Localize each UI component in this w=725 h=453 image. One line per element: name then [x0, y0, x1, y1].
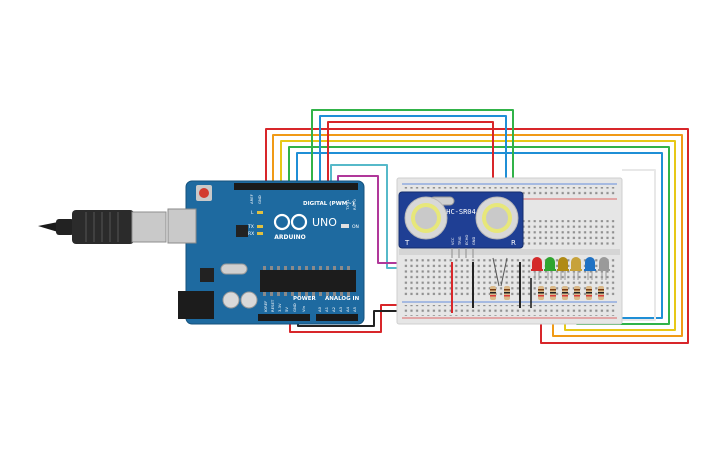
led-icon [570, 257, 582, 280]
label-gnd: GND [257, 195, 262, 204]
hc-sr04-sensor: HC-SR04 T R VCC TRIG ECHO GND [398, 191, 524, 258]
resistor [538, 286, 544, 300]
label-a3: A3 [338, 306, 343, 312]
wire-orange-led [272, 134, 683, 337]
label-a4: A4 [345, 306, 350, 312]
analog-header-label: ANALOG IN [325, 296, 360, 302]
sensor-left-mark: T [404, 239, 410, 247]
label-tx: TX [247, 224, 254, 230]
resistor [490, 286, 496, 300]
usb-cable [38, 210, 167, 244]
sensor-pin-echo: ECHO [465, 235, 469, 245]
label-vin: Vin [301, 305, 306, 312]
led-icon [531, 257, 543, 280]
label-rx: RX [248, 231, 254, 237]
sensor-pin-vcc: VCC [451, 237, 455, 245]
label-a5: A5 [352, 306, 357, 312]
led-row [531, 257, 610, 280]
wire-rail-loop [622, 169, 656, 321]
label-reset: RESET [270, 299, 275, 312]
arduino-model: UNO [312, 216, 337, 229]
label-rx0: RX←0 [352, 199, 357, 210]
resistor [586, 286, 592, 300]
led-icon [557, 257, 569, 280]
resistor [562, 286, 568, 300]
led-icon [584, 257, 596, 280]
label-ioref: IOREF [263, 301, 268, 312]
power-header-label: POWER [293, 296, 317, 302]
label-tx0: TX→1 [345, 199, 350, 211]
wire-red-led [265, 128, 689, 344]
arduino-brand: ARDUINO [274, 234, 305, 241]
label-a0: A0 [317, 306, 322, 312]
resistor [598, 286, 604, 300]
label-on: ON [352, 224, 359, 230]
label-a1: A1 [324, 306, 329, 312]
resistor [504, 286, 510, 300]
wire-yellow-led [280, 140, 676, 331]
sensor-name: HC-SR04 [446, 208, 476, 216]
label-aref: AREF [249, 194, 254, 204]
breadboard-jumpers [451, 257, 532, 313]
resistor [574, 286, 580, 300]
wire-red-5v [289, 304, 399, 333]
led-icon [598, 257, 610, 280]
resistors [490, 286, 604, 300]
label-gnd2: GND [292, 303, 297, 312]
sensor-pin-gnd: GND [472, 237, 476, 245]
resistor [550, 286, 556, 300]
arduino-logo [273, 213, 308, 231]
label-5v: 5V [284, 307, 289, 312]
digital-header-label: DIGITAL (PWM~) [303, 201, 355, 207]
arduino-board: ARDUINO UNO DIGITAL (PWM~) POWER ANALOG … [167, 180, 365, 325]
label-3v3: 3.3V [277, 303, 282, 312]
label-a2: A2 [331, 306, 336, 312]
sensor-pin-trig: TRIG [458, 236, 462, 246]
label-l: L [251, 210, 254, 216]
reset-button[interactable] [199, 188, 209, 198]
led-icon [544, 257, 556, 280]
sensor-right-mark: R [511, 239, 516, 247]
